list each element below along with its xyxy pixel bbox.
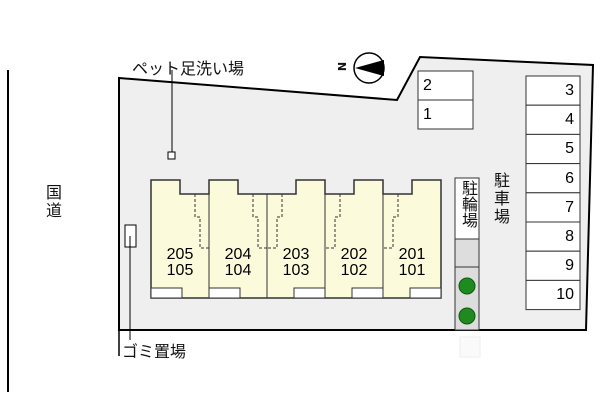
- parking-slot-box: [525, 279, 581, 311]
- lower-unit: 103: [282, 262, 310, 279]
- lower-unit: 105: [166, 262, 194, 279]
- parking-slot: 3: [565, 82, 574, 99]
- lower-unit: 102: [340, 262, 368, 279]
- parking-slot: 5: [565, 140, 574, 158]
- road-label: 国道: [43, 184, 62, 220]
- unit-dividers: [208, 180, 384, 298]
- parking-slot-box: [525, 221, 581, 252]
- parking-slot: 1: [423, 106, 432, 123]
- tree-icon: [458, 307, 476, 325]
- parking-slot: 10: [556, 286, 574, 304]
- pet-wash-marker: [167, 151, 176, 160]
- pet-wash-label: ペット足洗い場: [132, 59, 245, 78]
- compass-icon: [353, 52, 385, 84]
- parking-label: 駐車場: [491, 172, 510, 226]
- lower-unit: 104: [224, 262, 252, 279]
- parking-slot: 9: [565, 257, 574, 275]
- north-label: N: [336, 61, 350, 72]
- interior-dashes: [194, 194, 399, 249]
- lower-unit: 101: [398, 262, 426, 279]
- parking-slot-box: [525, 75, 581, 106]
- parking-slot: 7: [565, 198, 574, 216]
- parking-slot: 4: [565, 111, 574, 129]
- upper-unit: 203: [282, 246, 310, 263]
- parking-slot: 8: [565, 228, 574, 245]
- parking-slot-box: [525, 104, 581, 135]
- tree-icon: [458, 277, 476, 295]
- upper-unit: 204: [224, 246, 252, 263]
- parking-slot: 2: [423, 77, 432, 94]
- upper-unit: 202: [340, 246, 368, 263]
- bike-parking-label: 駐輪場: [459, 180, 478, 228]
- parking-slot-box: [525, 163, 581, 194]
- parking-slot-box: [525, 250, 581, 281]
- parking-right: [525, 75, 581, 311]
- entrance-boxes: [150, 287, 442, 299]
- parking-slot: 6: [565, 169, 574, 187]
- building: [150, 179, 442, 299]
- garbage-label: ゴミ置場: [122, 342, 187, 361]
- upper-unit: 201: [398, 246, 426, 263]
- parking-slot-box: [525, 133, 581, 165]
- parking-left: [417, 70, 474, 130]
- upper-unit: 205: [166, 246, 194, 263]
